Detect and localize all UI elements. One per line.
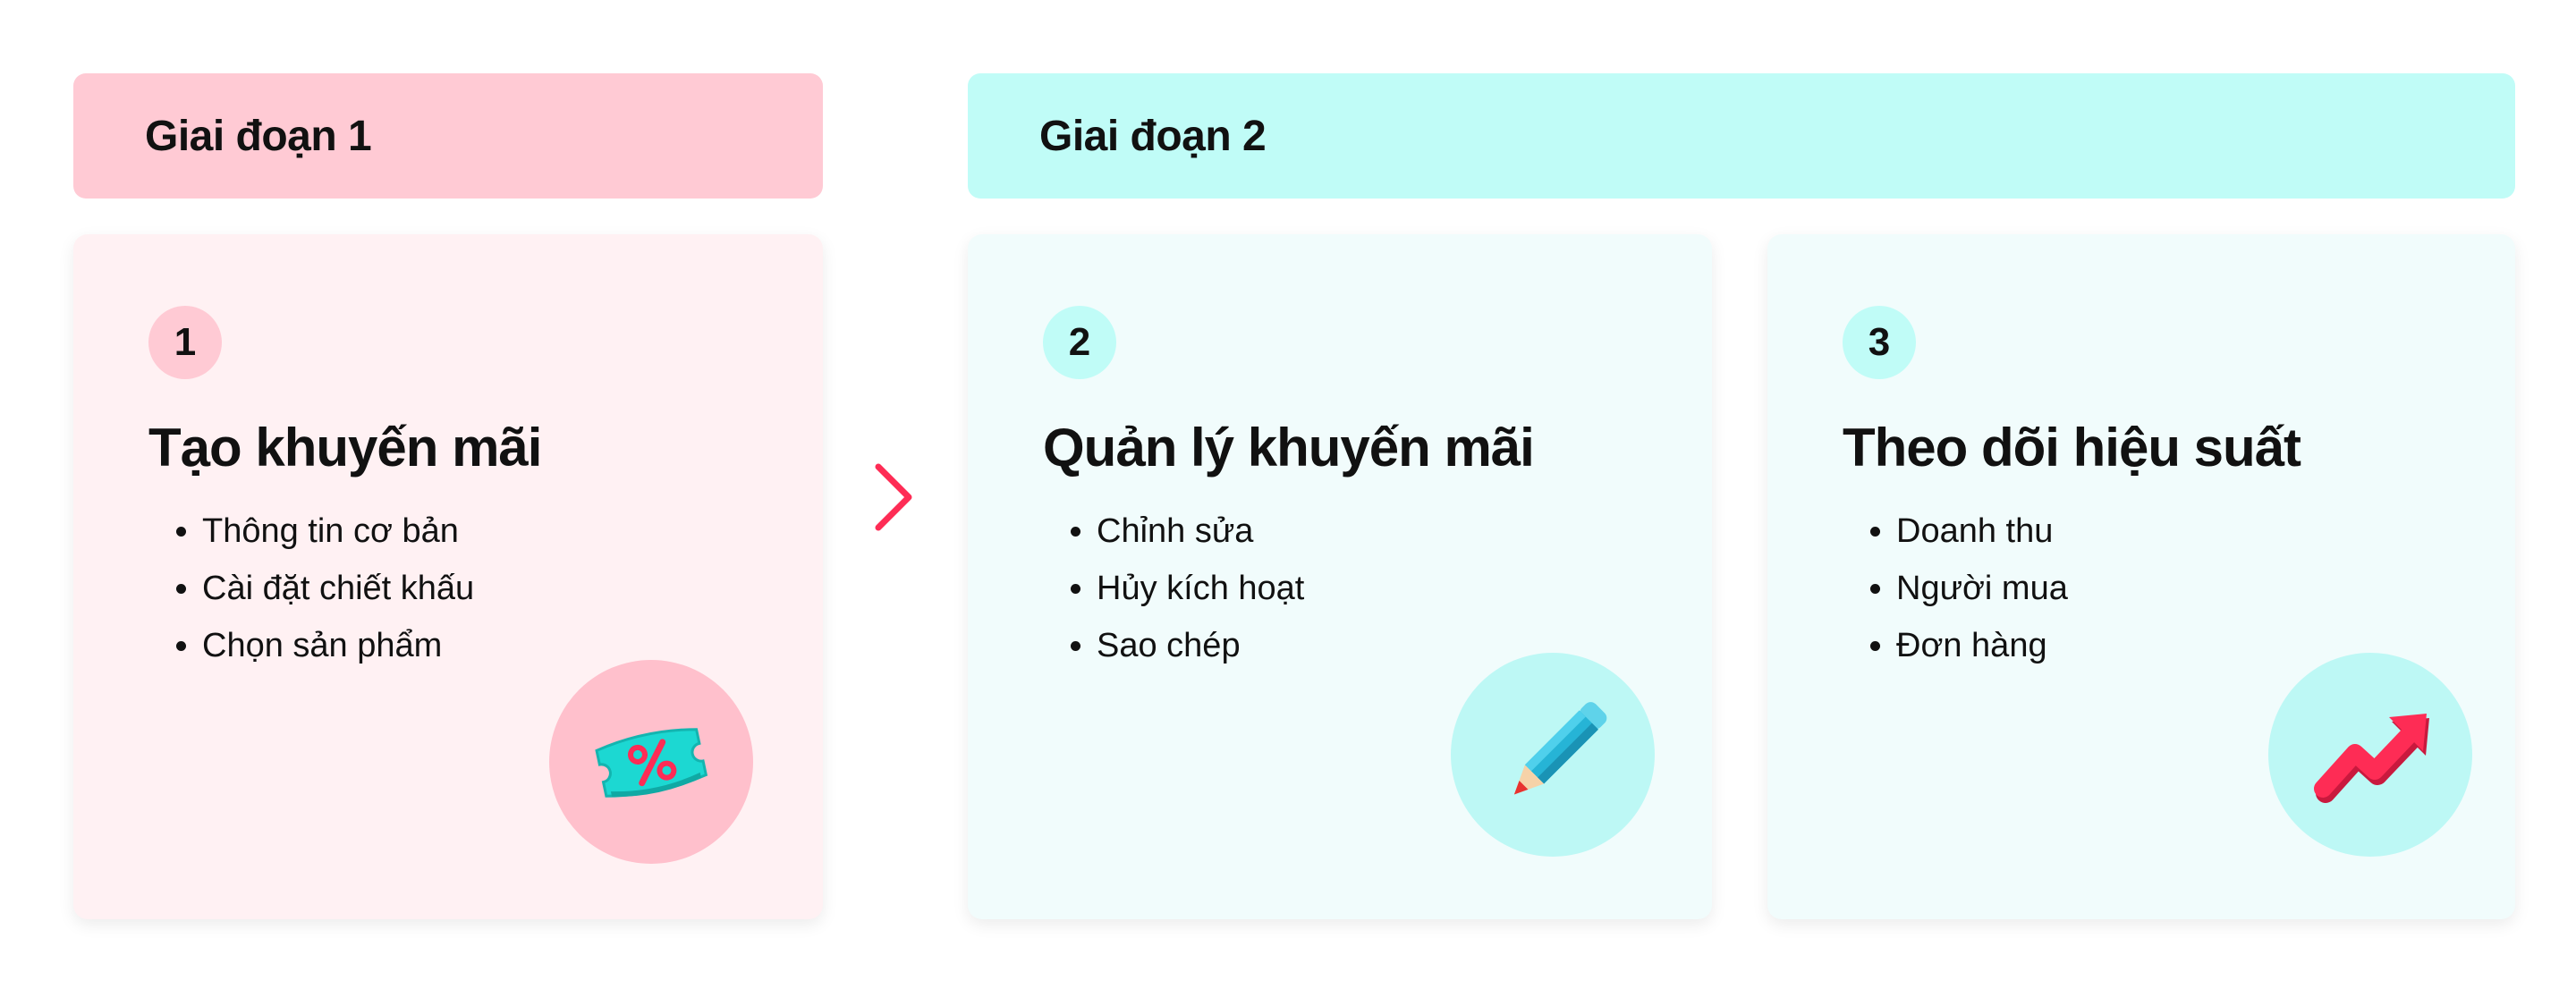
list-item: Chọn sản phẩm [202, 617, 474, 674]
step-2-card: 2 Quản lý khuyến mãi Chỉnh sửa Hủy kích … [968, 234, 1712, 919]
step-3-number-badge: 3 [1843, 306, 1916, 379]
chevron-right-icon [875, 463, 912, 531]
stage-1-label: Giai đoạn 1 [145, 112, 372, 160]
list-item: Hủy kích hoạt [1097, 560, 1304, 617]
list-item: Người mua [1896, 560, 2068, 617]
step-2-title: Quản lý khuyến mãi [1043, 418, 1535, 478]
step-2-number-badge: 2 [1043, 306, 1116, 379]
list-item: Cài đặt chiết khấu [202, 560, 474, 617]
step-1-card: 1 Tạo khuyến mãi Thông tin cơ bản Cài đặ… [73, 234, 823, 919]
step-3-title: Theo dõi hiệu suất [1843, 418, 2301, 478]
list-item: Thông tin cơ bản [202, 503, 474, 560]
list-item: Doanh thu [1896, 503, 2068, 560]
stage-2-label: Giai đoạn 2 [1039, 112, 1267, 160]
list-item: Đơn hàng [1896, 617, 2068, 674]
step-1-feature-list: Thông tin cơ bản Cài đặt chiết khấu Chọn… [148, 503, 474, 674]
step-1-title: Tạo khuyến mãi [148, 418, 542, 478]
list-item: Sao chép [1097, 617, 1304, 674]
step-2-feature-list: Chỉnh sửa Hủy kích hoạt Sao chép [1043, 503, 1304, 674]
list-item: Chỉnh sửa [1097, 503, 1304, 560]
discount-ticket-icon [549, 660, 753, 864]
step-3-feature-list: Doanh thu Người mua Đơn hàng [1843, 503, 2068, 674]
stage-2-header: Giai đoạn 2 [968, 73, 2515, 199]
step-1-number-badge: 1 [148, 306, 222, 379]
trend-up-arrow-icon [2268, 653, 2472, 857]
pencil-icon [1451, 653, 1655, 857]
stage-1-header: Giai đoạn 1 [73, 73, 823, 199]
step-3-card: 3 Theo dõi hiệu suất Doanh thu Người mua… [1767, 234, 2515, 919]
